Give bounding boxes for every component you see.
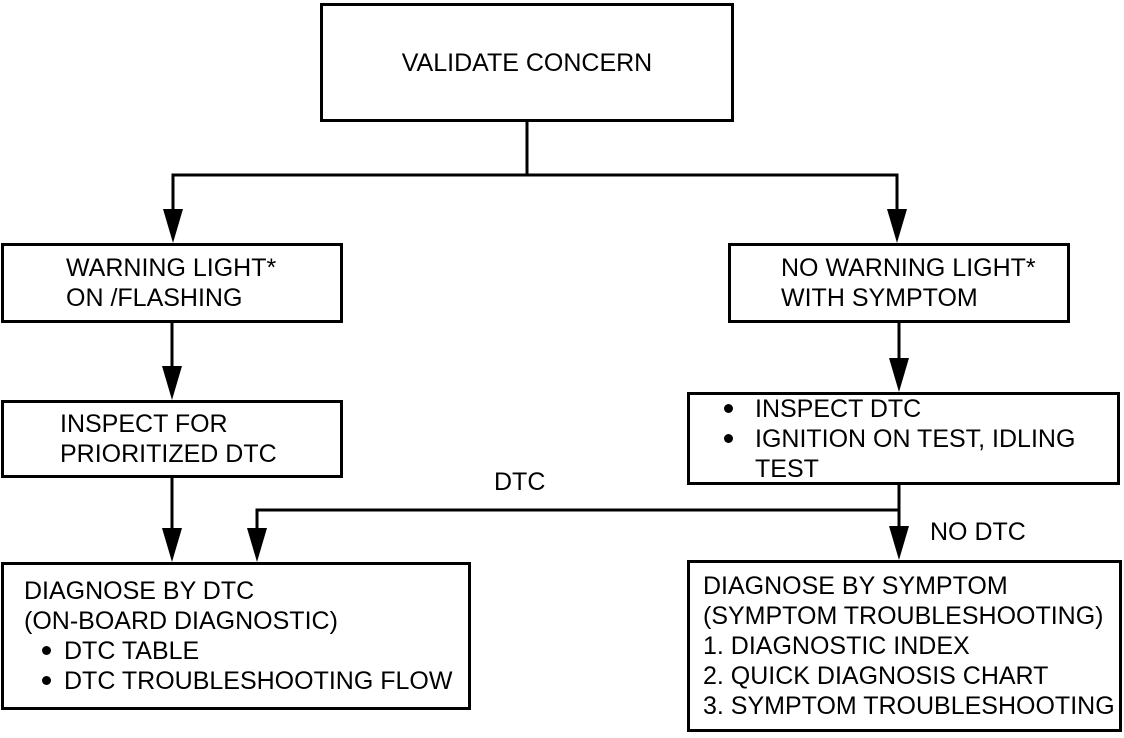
bullet-dot — [724, 433, 733, 443]
numbered-item: 3. SYMPTOM TROUBLESHOOTING — [703, 692, 1115, 720]
arrowhead-inspectdtc-to-diagsym — [889, 526, 909, 560]
node-validate-concern: VALIDATE CONCERN — [320, 3, 734, 122]
node-no-warning-light-with-symptom: NO WARNING LIGHT* WITH SYMPTOM — [728, 243, 1070, 323]
connector-dtc-branch — [255, 508, 899, 545]
arrowhead-dtc-branch — [247, 528, 267, 562]
bullet-dot — [724, 403, 733, 413]
numbered-item: 1. DIAGNOSTIC INDEX — [703, 632, 970, 660]
arrowhead-warning-to-inspect — [162, 366, 182, 400]
bullet-text: INSPECT DTC — [755, 394, 922, 423]
bullet-text: IGNITION ON TEST, IDLING TEST — [755, 424, 1082, 483]
node-text-line: DIAGNOSE BY DTC — [24, 577, 255, 605]
numbered-item: 2. QUICK DIAGNOSIS CHART — [703, 662, 1049, 690]
edge-label-dtc: DTC — [494, 468, 546, 496]
arrowhead-inspect-to-diagdtc — [162, 528, 182, 562]
node-text-line: NO WARNING LIGHT* — [781, 254, 1036, 282]
bullet-item: INSPECT DTC — [724, 394, 1111, 424]
node-inspect-dtc-tests: INSPECT DTC IGNITION ON TEST, IDLING TES… — [687, 392, 1120, 485]
bullet-text: DTC TROUBLESHOOTING FLOW — [64, 667, 453, 695]
node-diagnose-by-symptom: DIAGNOSE BY SYMPTOM (SYMPTOM TROUBLESHOO… — [687, 560, 1122, 732]
node-text: VALIDATE CONCERN — [401, 48, 653, 77]
node-text-line: WITH SYMPTOM — [781, 284, 978, 312]
node-text-line: (ON-BOARD DIAGNOSTIC) — [24, 607, 338, 635]
bullet-item: DTC TABLE — [42, 636, 464, 666]
arrowhead-nowarning-to-inspectdtc — [889, 358, 909, 392]
node-warning-light-on-flashing: WARNING LIGHT* ON /FLASHING — [1, 243, 343, 323]
bullet-text: DTC TABLE — [64, 637, 200, 665]
node-text-line: WARNING LIGHT* — [66, 254, 277, 282]
node-text-line: INSPECT FOR — [60, 410, 228, 438]
arrowhead-branch-left — [163, 209, 183, 243]
node-diagnose-by-dtc: DIAGNOSE BY DTC (ON-BOARD DIAGNOSTIC) DT… — [1, 562, 471, 710]
node-text-line: ON /FLASHING — [66, 284, 243, 312]
bullet-dot — [42, 646, 51, 655]
bullet-dot — [42, 676, 51, 685]
bullet-item: DTC TROUBLESHOOTING FLOW — [42, 666, 464, 696]
node-text-line: DIAGNOSE BY SYMPTOM — [703, 572, 1008, 600]
arrowhead-branch-right — [887, 209, 907, 243]
bullet-item: IGNITION ON TEST, IDLING TEST — [724, 424, 1111, 484]
node-text-line: (SYMPTOM TROUBLESHOOTING) — [703, 602, 1104, 630]
node-text-line: PRIORITIZED DTC — [60, 440, 277, 468]
node-inspect-for-prioritized-dtc: INSPECT FOR PRIORITIZED DTC — [1, 400, 343, 478]
edge-label-no-dtc: NO DTC — [930, 518, 1026, 546]
